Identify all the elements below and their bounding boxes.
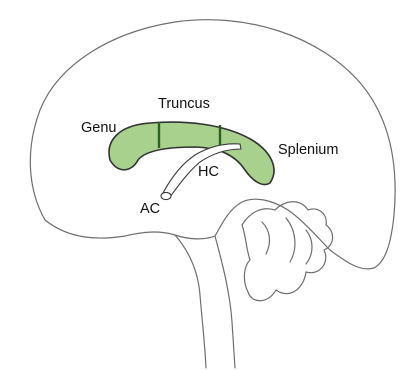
cerebellum-folia-3 <box>306 230 312 264</box>
cerebellum-outline <box>242 202 333 301</box>
label-truncus: Truncus <box>158 96 210 112</box>
label-genu: Genu <box>81 120 116 136</box>
corpus-callosum <box>109 122 274 184</box>
label-ac: AC <box>140 201 160 217</box>
cerebellum-folia-2 <box>286 218 295 262</box>
anterior-commissure <box>161 192 171 199</box>
cerebellum-folia-1 <box>262 222 269 254</box>
label-hc: HC <box>198 164 219 180</box>
label-splenium: Splenium <box>278 142 338 158</box>
brainstem-outline <box>215 236 235 368</box>
brainstem-front-outline <box>175 235 206 368</box>
